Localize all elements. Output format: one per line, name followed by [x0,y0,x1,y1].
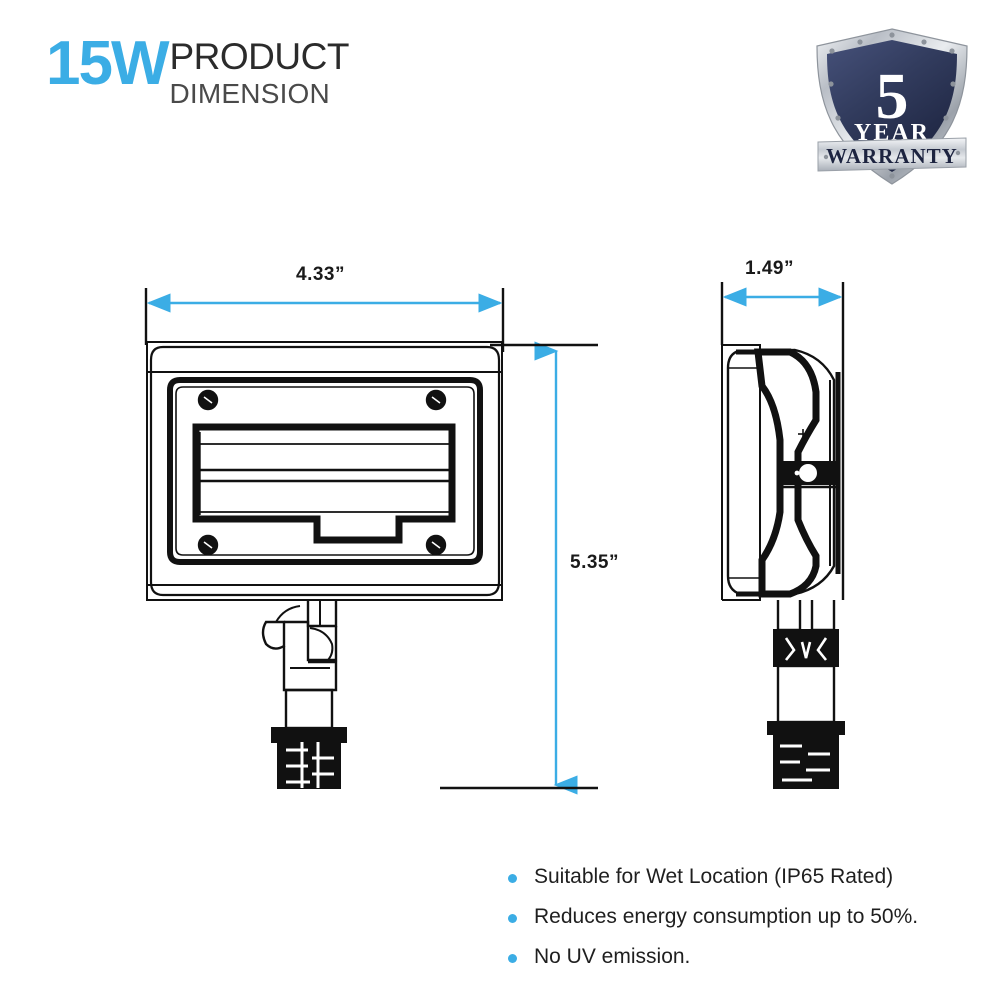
bullet-dot-icon [508,954,517,963]
front-view [144,288,505,789]
feature-text: No UV emission. [534,945,691,968]
feature-text: Suitable for Wet Location (IP65 Rated) [534,865,894,888]
feature-list: Suitable for Wet Location (IP65 Rated) R… [508,864,978,984]
bullet-dot-icon [508,914,517,923]
depth-dimension-label: 1.49” [745,258,794,279]
list-item: Suitable for Wet Location (IP65 Rated) [508,864,978,890]
badge-ribbon-text: WARRANTY [826,144,958,168]
side-view [720,282,845,789]
list-item: Reduces energy consumption up to 50%. [508,904,978,930]
warranty-badge: 5 YEAR WARRANTY [812,26,972,191]
shield-icon: 5 YEAR WARRANTY [816,28,968,185]
wattage-label: 15W [46,29,169,98]
list-item: No UV emission. [508,944,978,970]
height-dimension-label: 5.35” [570,552,619,573]
badge-number: 5 [876,60,909,133]
feature-text: Reduces energy consumption up to 50%. [534,905,919,928]
title-line-dimension: DIMENSION [169,78,330,109]
dimension-arrows [146,287,843,795]
page-title: 15W PRODUCT DIMENSION [46,29,349,110]
bullet-dot-icon [508,874,517,883]
width-dimension-label: 4.33” [296,264,345,285]
title-line-product: PRODUCT [169,36,349,77]
